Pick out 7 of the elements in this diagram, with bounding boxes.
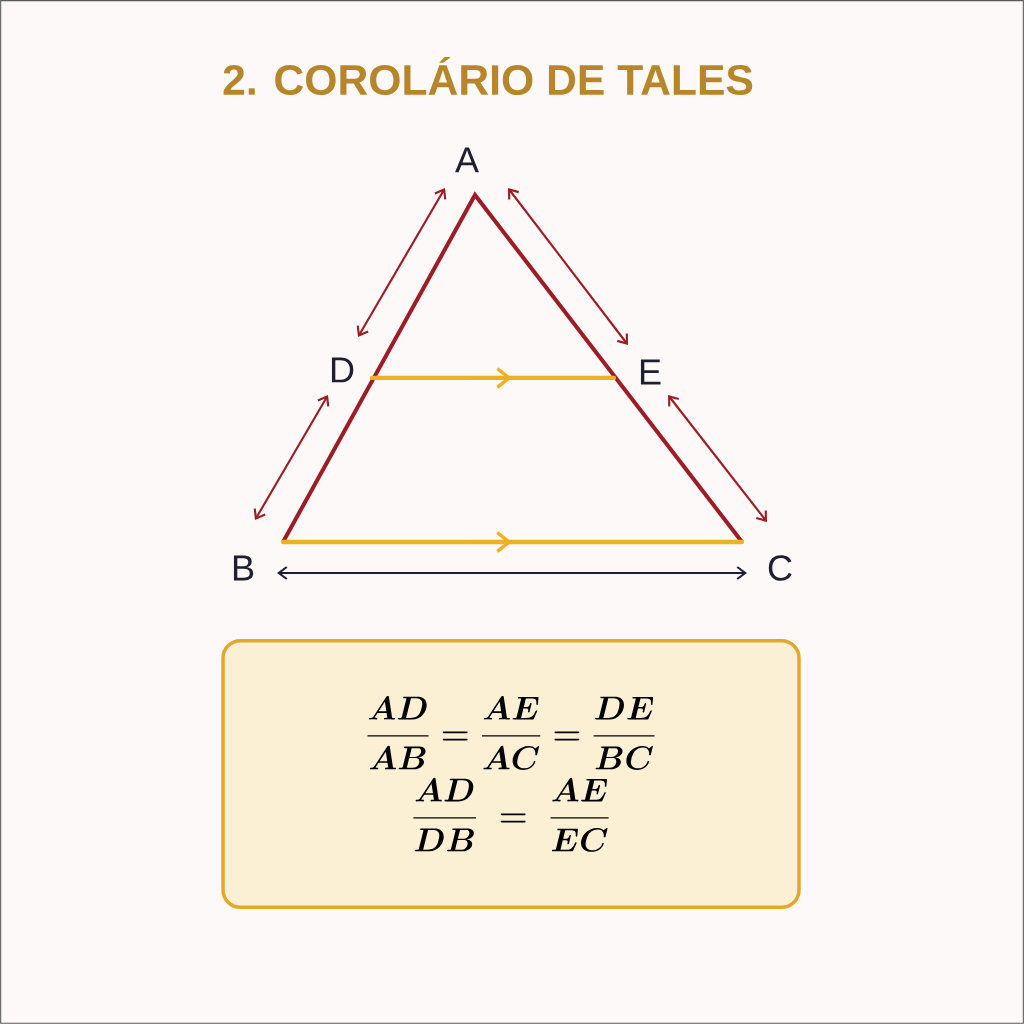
formula-box: $\dfrac{AD}{AB}=\dfrac{AE}{AC}=\dfrac{DE}{BC}$ $\dfrac{AD}{DB}\;=\;\dfrac{AE}{EC}$: [221, 638, 801, 910]
point-label: C: [768, 555, 792, 581]
point-label: A: [455, 147, 479, 173]
point-label: D: [331, 357, 354, 383]
title: 2. COROLÁRIO DE TALES: [223, 56, 753, 96]
point-label: E: [640, 359, 661, 385]
point-label: B: [233, 555, 254, 581]
